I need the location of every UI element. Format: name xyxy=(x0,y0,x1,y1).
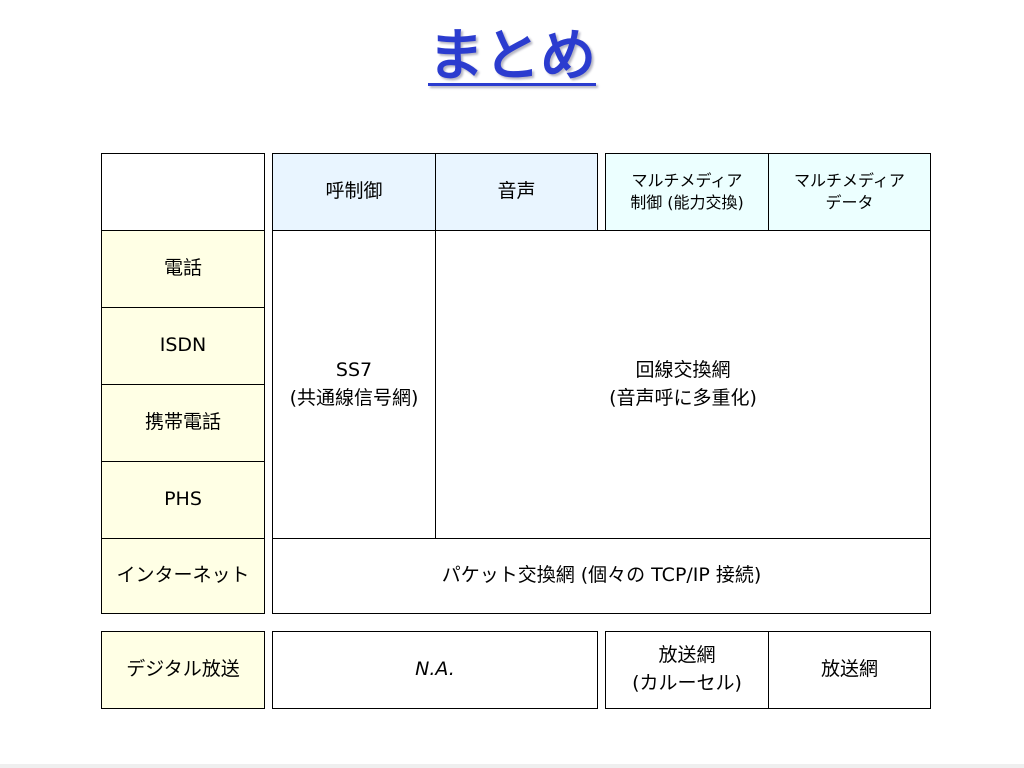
row-internet-label: インターネット xyxy=(116,564,250,587)
bottom-strip xyxy=(0,764,1024,768)
row-isdn-label: ISDN xyxy=(159,334,207,357)
row-digital-broadcast-label: デジタル放送 xyxy=(126,658,240,681)
row-isdn: ISDN xyxy=(101,307,265,385)
row-digital-broadcast: デジタル放送 xyxy=(101,631,265,709)
ss7-line2: (共通線信号網) xyxy=(289,386,419,409)
circuit-switched-cell: 回線交換網 (音声呼に多重化) xyxy=(435,230,931,539)
circuit-line1: 回線交換網 xyxy=(635,358,731,381)
row-telephone: 電話 xyxy=(101,230,265,308)
broadcast-carousel-cell: 放送網 (カルーセル) xyxy=(605,631,769,709)
row-phs-label: PHS xyxy=(164,488,202,511)
header-call-control-label: 呼制御 xyxy=(325,180,383,203)
row-mobile-label: 携帯電話 xyxy=(144,411,221,434)
packet-label: パケット交換網 (個々の TCP/IP 接続) xyxy=(441,564,762,587)
na-label: N.A. xyxy=(415,658,455,681)
header-mm-control-line1: マルチメディア xyxy=(631,171,743,191)
na-cell: N.A. xyxy=(272,631,598,709)
header-call-control: 呼制御 xyxy=(272,153,436,231)
corner-cell xyxy=(101,153,265,231)
slide-title: まとめ xyxy=(428,24,596,89)
row-telephone-label: 電話 xyxy=(163,257,202,280)
broadcast-carousel-line1: 放送網 xyxy=(658,644,716,667)
broadcast-carousel-line2: (カルーセル) xyxy=(632,672,742,694)
ss7-line1: SS7 xyxy=(335,358,373,381)
row-internet: インターネット xyxy=(101,538,265,614)
header-mm-control-line2: 制御 (能力交換) xyxy=(630,193,744,212)
circuit-line2: (音声呼に多重化) xyxy=(609,386,757,409)
ss7-cell: SS7 (共通線信号網) xyxy=(272,230,436,539)
header-mm-data-line2: データ xyxy=(825,193,874,212)
header-voice-label: 音声 xyxy=(497,180,536,203)
header-mm-data-line1: マルチメディア xyxy=(794,171,905,191)
broadcast-label: 放送網 xyxy=(820,658,878,681)
packet-switched-cell: パケット交換網 (個々の TCP/IP 接続) xyxy=(272,538,931,614)
header-multimedia-data: マルチメディア データ xyxy=(768,153,931,231)
row-mobile: 携帯電話 xyxy=(101,384,265,462)
broadcast-cell: 放送網 xyxy=(768,631,931,709)
row-phs: PHS xyxy=(101,461,265,539)
header-voice: 音声 xyxy=(435,153,598,231)
header-multimedia-control: マルチメディア 制御 (能力交換) xyxy=(605,153,769,231)
